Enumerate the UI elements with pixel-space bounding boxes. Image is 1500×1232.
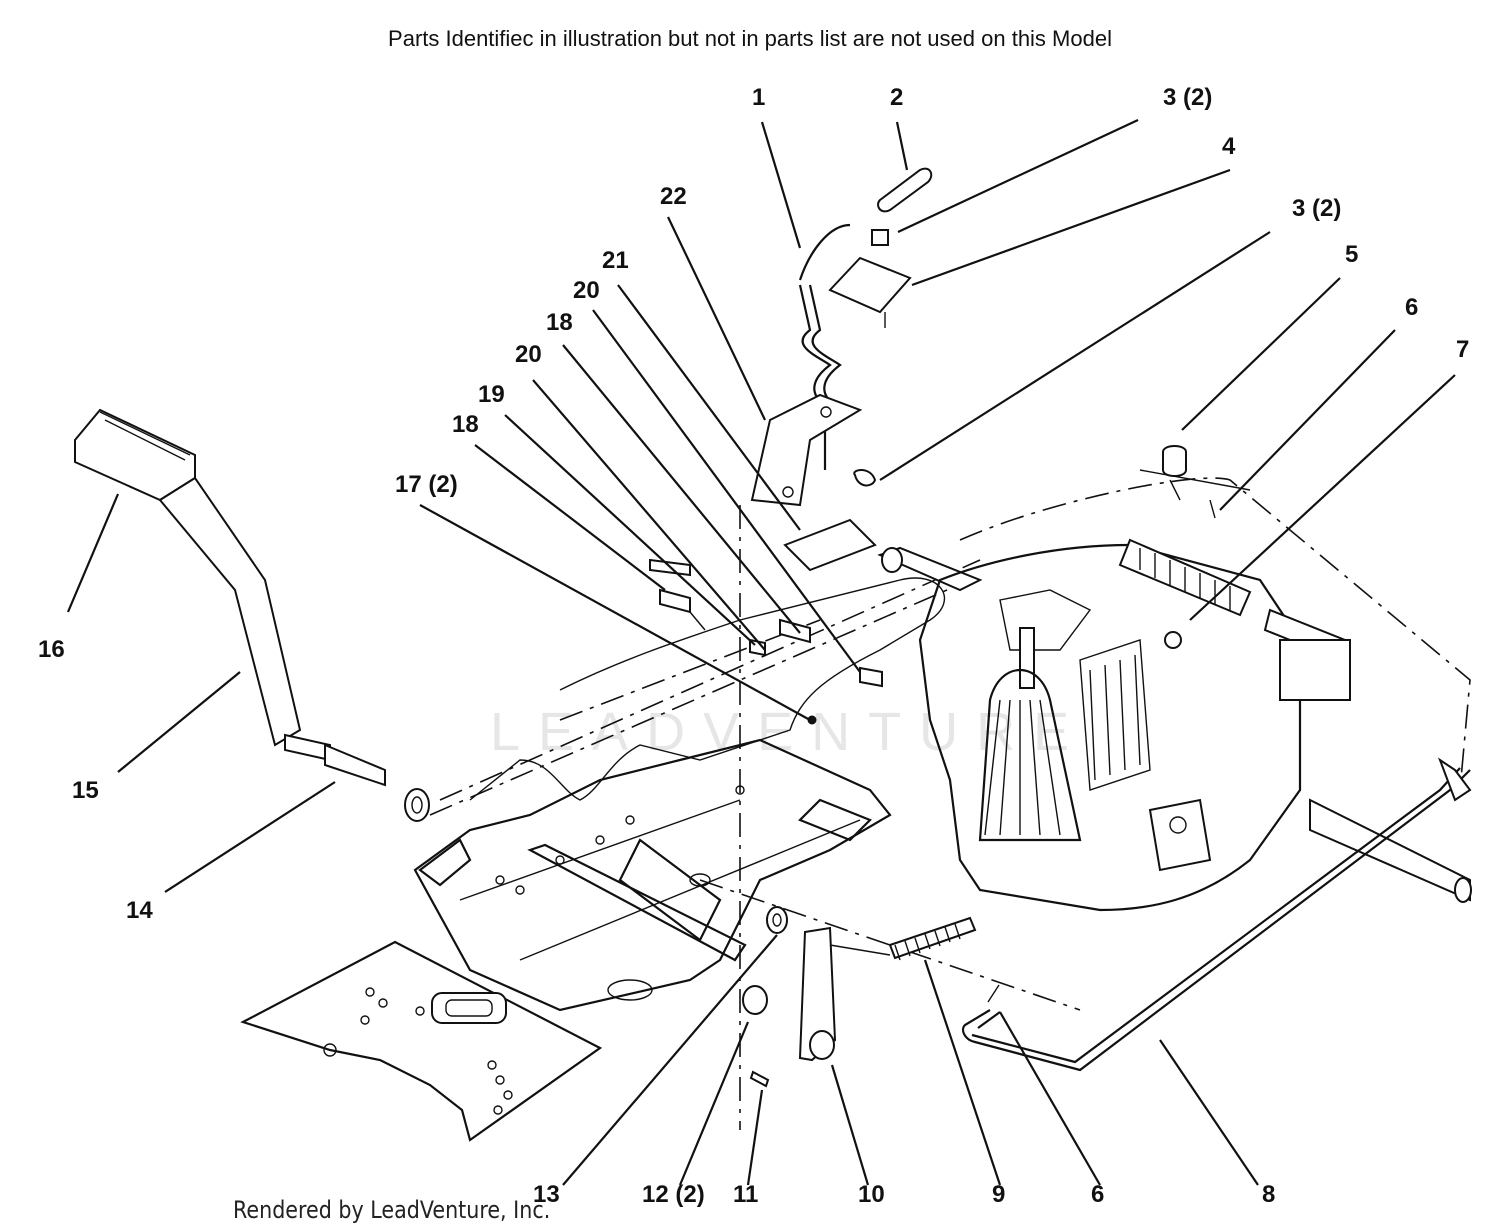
callout-21: 21 (602, 247, 629, 274)
callout-20b: 20 (515, 341, 542, 368)
switch-parts (649, 558, 883, 725)
callout-9: 9 (992, 1181, 1005, 1208)
callout-14: 14 (126, 897, 153, 924)
brake-pedal (74, 408, 430, 822)
callout-15: 15 (72, 777, 99, 804)
callout-13: 13 (533, 1181, 560, 1208)
frame-rails (413, 738, 892, 1012)
shift-lever (798, 167, 933, 470)
small-hardware (1139, 445, 1251, 519)
callout-10: 10 (858, 1181, 885, 1208)
watermark: LEADVENTURE (490, 702, 1087, 762)
callout-labels: 1 2 3 (2) 4 3 (2) 5 6 7 22 21 20 18 20 1… (38, 84, 1469, 1208)
leader-lines (66, 119, 1456, 1186)
callout-11: 11 (733, 1181, 758, 1208)
lever-bracket (750, 393, 877, 572)
callout-8: 8 (1262, 1181, 1275, 1208)
callout-18a: 18 (546, 309, 573, 336)
callout-2: 2 (890, 84, 903, 111)
lower-linkage (742, 757, 1472, 1088)
callout-12: 12 (2) (642, 1181, 705, 1208)
callout-20a: 20 (573, 277, 600, 304)
callout-6a: 6 (1405, 294, 1418, 321)
frame-outline (469, 577, 946, 801)
callout-22: 22 (660, 183, 687, 210)
header-note: Parts Identifiec in illustration but not… (388, 26, 1112, 51)
callout-7: 7 (1456, 336, 1469, 363)
callout-5: 5 (1345, 241, 1358, 268)
callout-3b: 3 (2) (1292, 195, 1341, 222)
transmission (877, 538, 1472, 912)
footer-credit: Rendered by LeadVenture, Inc. (233, 1196, 551, 1224)
callout-17: 17 (2) (395, 471, 458, 498)
callout-1: 1 (752, 84, 765, 111)
callout-16: 16 (38, 636, 65, 663)
callout-3a: 3 (2) (1163, 84, 1212, 111)
reference-lines (429, 477, 1471, 1130)
callout-6b: 6 (1091, 1181, 1104, 1208)
callout-19: 19 (478, 381, 505, 408)
callout-4: 4 (1222, 133, 1236, 160)
frame-plate (240, 940, 603, 1142)
callout-18b: 18 (452, 411, 479, 438)
